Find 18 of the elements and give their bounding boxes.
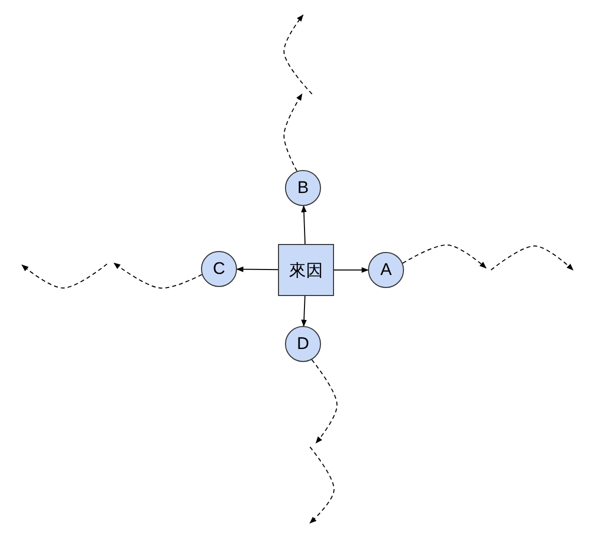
- node-label: 來因: [289, 260, 323, 282]
- arrow: [301, 205, 307, 244]
- node-label: B: [297, 178, 309, 198]
- circle-node: [285, 170, 321, 206]
- dashed-arrow: [113, 262, 202, 288]
- arrow: [236, 266, 278, 272]
- dashed-arrow: [284, 93, 302, 172]
- node-label: C: [212, 259, 226, 279]
- node-label: D: [296, 334, 310, 354]
- circle-node: [201, 251, 237, 287]
- dashed-arrow: [402, 244, 487, 268]
- node-label: A: [380, 260, 392, 280]
- circle-node: [285, 326, 321, 362]
- process-box: [278, 244, 334, 296]
- arrow: [301, 296, 307, 327]
- arrow: [334, 267, 369, 273]
- dashed-arrow: [311, 359, 338, 444]
- circle-node: [368, 252, 404, 288]
